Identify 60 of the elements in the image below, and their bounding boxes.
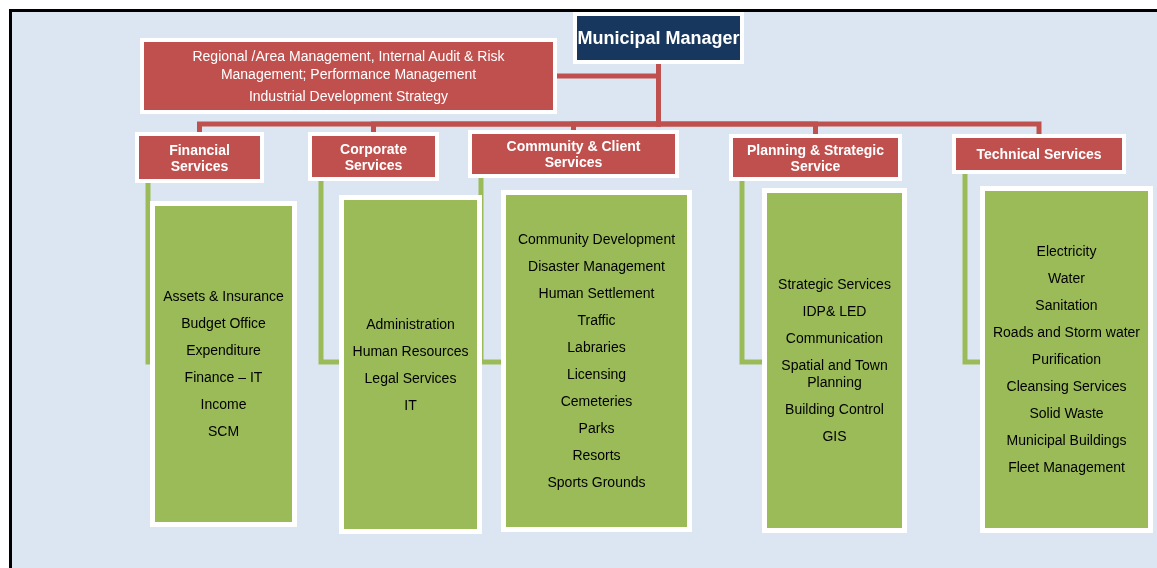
box-label: Human Settlement	[538, 285, 655, 302]
box-label: Cemeteries	[560, 393, 633, 410]
box-label: Traffic	[577, 312, 616, 329]
department-box	[952, 134, 1126, 174]
department-box	[729, 134, 902, 181]
connector-line	[318, 181, 339, 365]
box-label: Financial Services	[168, 141, 231, 174]
box-label: Human Resources	[352, 342, 469, 360]
box-label: Solid Waste	[1029, 405, 1104, 422]
box-label: Expenditure	[186, 342, 261, 359]
box-label: Fleet Management	[1008, 459, 1125, 476]
box-label: GIS	[822, 428, 847, 445]
box-label: Community & Client Services	[505, 138, 642, 170]
box-label: Labraries	[567, 339, 626, 356]
unit-box	[980, 186, 1153, 533]
box-label: Disaster Management	[528, 258, 665, 275]
box-label: IDP& LED	[802, 303, 867, 320]
office-box	[140, 38, 557, 114]
unit-box	[762, 188, 907, 533]
box-label: Assets & Insurance	[163, 288, 284, 305]
box-label: Parks	[578, 420, 615, 437]
box-label: Purification	[1031, 351, 1102, 368]
box-label: Resorts	[572, 447, 621, 464]
box-label: Industrial Development Strategy	[248, 87, 449, 105]
box-label: Legal Services	[364, 369, 457, 387]
box-label: Sports Grounds	[547, 474, 646, 491]
unit-box	[339, 195, 482, 534]
box-label: Communication	[785, 330, 884, 347]
box-label: SCM	[207, 423, 240, 440]
box-label: Budget Office	[181, 315, 266, 332]
manager-box	[573, 12, 744, 64]
connector-line	[478, 178, 501, 365]
box-label: IT	[404, 396, 417, 414]
box-label: Strategic Services	[778, 276, 891, 293]
box-label: Licensing	[566, 366, 627, 383]
box-label: Cleansing Services	[1006, 378, 1127, 395]
department-box	[468, 130, 679, 178]
box-label: Finance – IT	[184, 369, 263, 386]
box-label: Income	[200, 396, 247, 413]
box-label: Regional /Area Management, Internal Audit & Risk Management; Performance Management	[191, 47, 506, 83]
box-label: Municipal Buildings	[1006, 432, 1127, 449]
department-box	[135, 132, 264, 183]
department-box	[308, 132, 439, 181]
box-label: Water	[1048, 270, 1085, 287]
box-label: Sanitation	[1035, 297, 1098, 314]
box-label: Planning & Strategic Service	[746, 141, 885, 174]
connector-line	[962, 174, 980, 365]
box-label: Building Control	[785, 401, 884, 418]
box-label: Corporate Services	[339, 140, 408, 173]
box-label: Electricity	[1036, 243, 1097, 260]
box-label: Spatial and Town Planning	[780, 357, 889, 391]
unit-box	[150, 201, 297, 527]
connector-line	[739, 181, 762, 365]
unit-box	[501, 190, 692, 532]
box-label: Administration	[366, 315, 455, 333]
box-label: Municipal Manager	[577, 27, 740, 49]
connector-line	[145, 183, 152, 365]
box-label: Roads and Storm water	[992, 324, 1141, 341]
box-label: Community Development	[517, 231, 676, 248]
box-label: Technical Services	[976, 146, 1102, 162]
